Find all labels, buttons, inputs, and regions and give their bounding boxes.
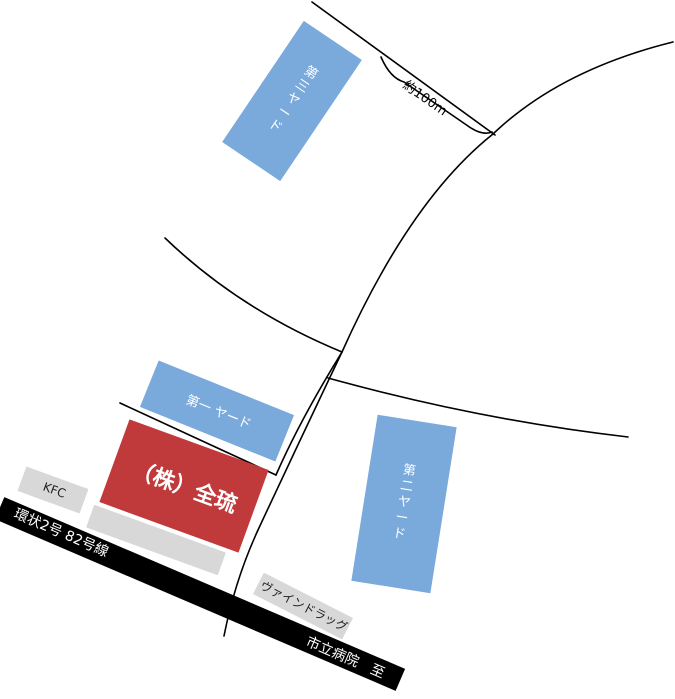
road-left-diagonal (119, 402, 277, 476)
road-upper-right-curve (492, 41, 674, 135)
road-upper-left-arc (164, 237, 343, 353)
second-yard-block (351, 414, 457, 594)
third-yard[interactable]: 第 三 ヤ ー ド (222, 20, 362, 182)
kfc-block (17, 466, 89, 514)
road-main-curve (275, 133, 494, 476)
svg-text:ド: ド (392, 526, 407, 543)
first-yard[interactable]: 第一 ヤード (139, 360, 295, 462)
kfc-shop[interactable]: KFC (17, 466, 89, 514)
road-cross-right (327, 377, 629, 438)
svg-text:ヤ: ヤ (397, 494, 412, 511)
main-road-band (0, 497, 406, 691)
parking-block (86, 504, 226, 576)
third-yard-block (222, 20, 362, 182)
headquarters-block (99, 419, 269, 553)
svg-text:第: 第 (402, 462, 417, 479)
road-top-diagonal (311, 1, 496, 136)
second-yard-label: 第 二 ヤ ー ド (392, 462, 417, 542)
second-yard[interactable]: 第 二 ヤ ー ド (351, 414, 457, 594)
svg-text:ー: ー (394, 510, 409, 527)
svg-text:二: 二 (399, 478, 414, 495)
distance-bracket (380, 56, 493, 134)
headquarters[interactable]: （株）全琉 (99, 419, 269, 553)
drugstore-block (253, 572, 353, 640)
first-yard-block (139, 360, 295, 462)
